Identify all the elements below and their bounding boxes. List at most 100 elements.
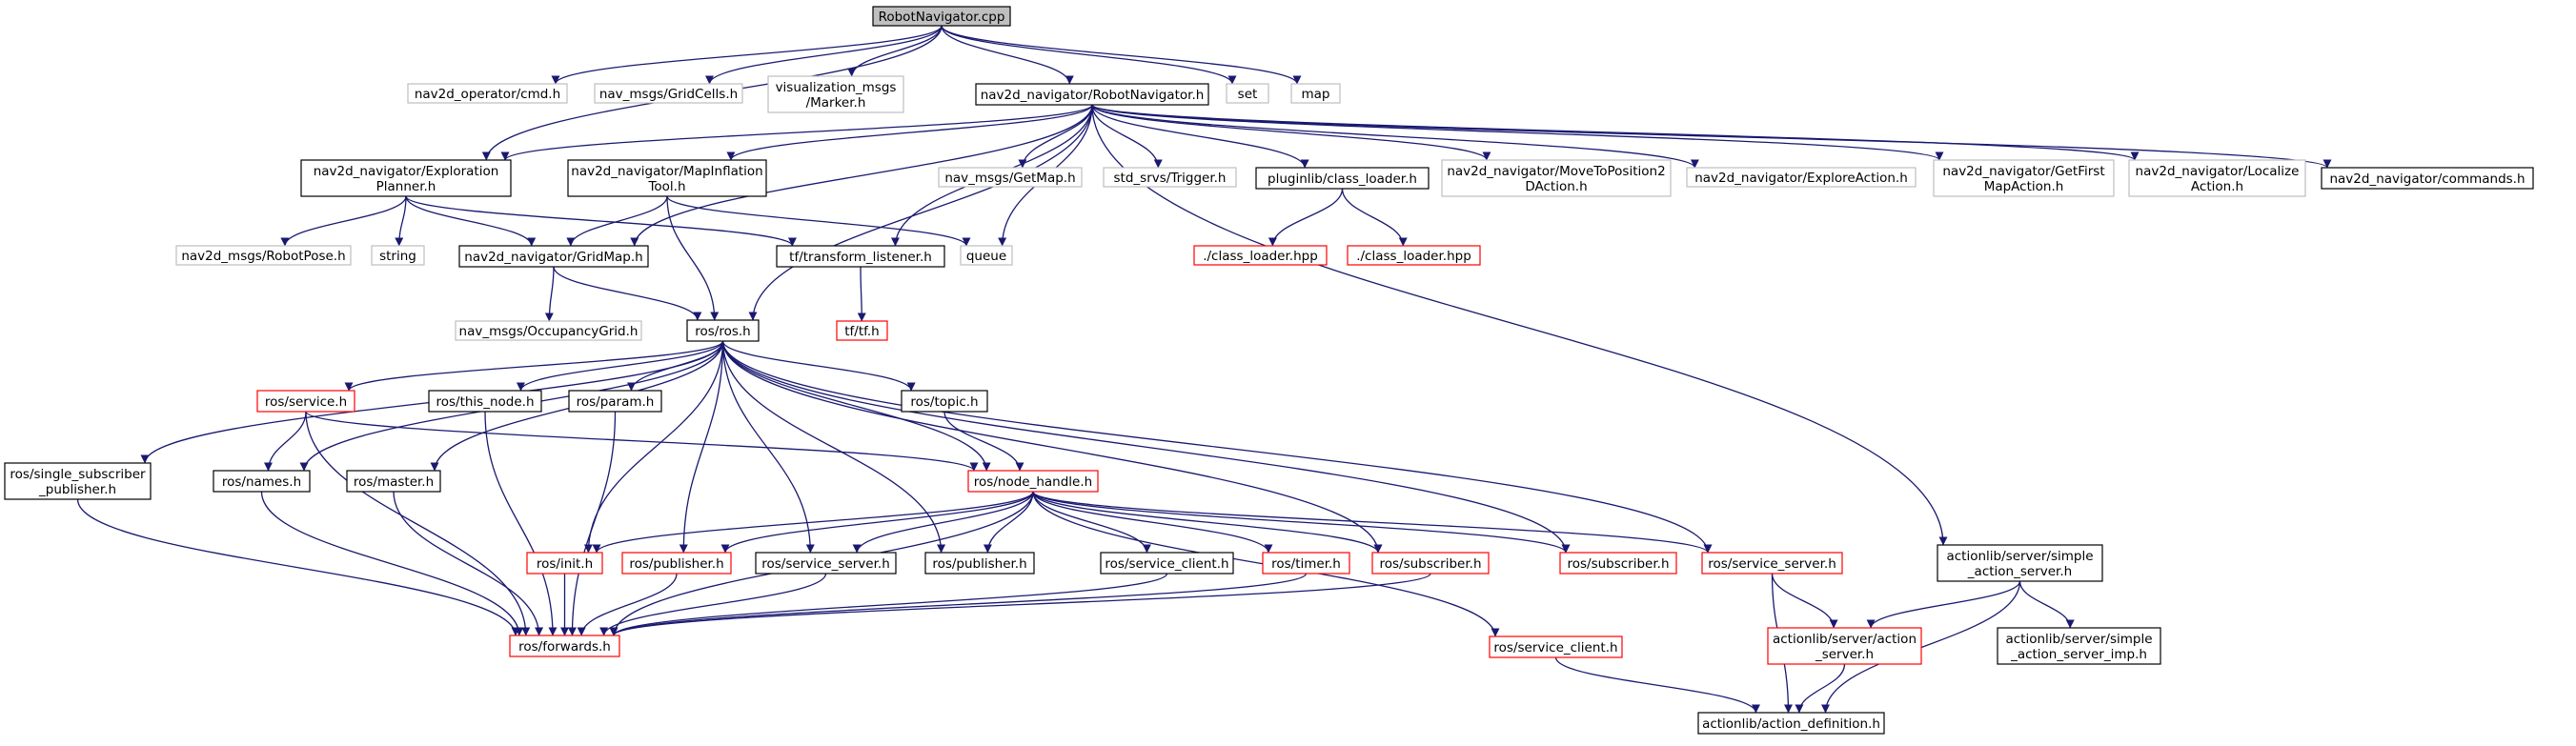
node-subscriber2[interactable]: ros/subscriber.h — [1559, 552, 1677, 575]
edge-tflistener-to-tf — [857, 266, 866, 322]
edge-param-to-forwards — [567, 411, 617, 636]
node-box — [1937, 544, 2103, 582]
node-forwards[interactable]: ros/forwards.h — [509, 635, 620, 657]
node-box — [567, 159, 767, 197]
edge-sas-to-sasimp — [2018, 580, 2075, 629]
edge-nodehandle-to-servclient_b — [1032, 491, 1151, 554]
node-marker[interactable]: visualization_msgs/Marker.h — [767, 75, 904, 113]
node-label: ros/init.h — [537, 556, 593, 572]
node-label: ros/service_server.h — [761, 556, 890, 572]
node-actiondef[interactable]: actionlib/action_definition.h — [1697, 712, 1885, 735]
node-label: ros/ros.h — [695, 324, 751, 339]
node-label: ros/single_subscriber — [10, 467, 146, 482]
node-servserver_r[interactable]: ros/service_server.h — [1701, 552, 1843, 575]
node-label: std_srvs/Trigger.h — [1114, 171, 1227, 186]
node-master[interactable]: ros/master.h — [346, 470, 441, 493]
node-set[interactable]: set — [1226, 83, 1269, 104]
node-label: tf/tf.h — [844, 324, 880, 339]
node-servserver_b[interactable]: ros/service_server.h — [755, 552, 897, 575]
node-label: ros/service.h — [265, 394, 347, 410]
node-classloader[interactable]: pluginlib/class_loader.h — [1255, 167, 1430, 190]
node-string[interactable]: string — [371, 245, 425, 266]
edge-nodehandle-to-publisher_r — [720, 491, 1034, 554]
edge-nodehandle-to-subscriber1 — [1032, 491, 1383, 554]
edge-robotnav_h-to-commands — [1091, 104, 2332, 169]
node-param[interactable]: ros/param.h — [568, 390, 662, 413]
node-box — [300, 159, 512, 197]
node-topic[interactable]: ros/topic.h — [901, 390, 988, 413]
node-publisher_r[interactable]: ros/publisher.h — [621, 552, 732, 575]
node-commands[interactable]: nav2d_navigator/commands.h — [2321, 167, 2534, 190]
node-robotnav_h[interactable]: nav2d_navigator/RobotNavigator.h — [975, 83, 1209, 106]
node-trigger[interactable]: std_srvs/Trigger.h — [1103, 167, 1237, 188]
node-init[interactable]: ros/init.h — [526, 552, 603, 575]
edge-ros-to-topic — [721, 340, 916, 392]
node-nodehandle[interactable]: ros/node_handle.h — [967, 470, 1099, 493]
edge-ros-to-servserver_b — [721, 340, 815, 554]
node-servclient_b[interactable]: ros/service_client.h — [1100, 552, 1234, 575]
edge-root-to-map — [941, 25, 1302, 85]
node-gridmap[interactable]: nav2d_navigator/GridMap.h — [458, 245, 649, 268]
node-exploreact[interactable]: nav2d_navigator/ExploreAction.h — [1686, 167, 1917, 188]
node-box — [924, 552, 1035, 575]
edge-robotnav_h-to-getfirst — [1091, 104, 1944, 161]
node-tf[interactable]: tf/tf.h — [836, 320, 888, 341]
node-ros[interactable]: ros/ros.h — [686, 319, 760, 342]
node-box — [1226, 83, 1269, 104]
node-thisnode[interactable]: ros/this_node.h — [428, 390, 542, 413]
edge-mapinfl-to-queue — [666, 195, 971, 247]
node-box — [2128, 159, 2306, 197]
edge-root-to-op_cmd — [551, 25, 943, 85]
node-tflistener[interactable]: tf/transform_listener.h — [776, 245, 945, 268]
node-timer[interactable]: ros/timer.h — [1262, 552, 1350, 575]
node-label: map — [1302, 87, 1330, 102]
edge-timer-to-forwards — [609, 573, 1308, 636]
node-label: actionlib/server/simple — [2005, 632, 2152, 647]
node-clhpp2[interactable]: ./class_loader.hpp — [1347, 245, 1481, 266]
node-op_cmd[interactable]: nav2d_operator/cmd.h — [407, 83, 568, 104]
node-box — [346, 470, 441, 493]
node-publisher_b[interactable]: ros/publisher.h — [924, 552, 1035, 575]
node-map[interactable]: map — [1290, 83, 1341, 104]
edge-gridmap-to-occgrid — [544, 266, 555, 322]
node-label: nav2d_navigator/GridMap.h — [464, 250, 642, 265]
node-subscriber1[interactable]: ros/subscriber.h — [1371, 552, 1490, 575]
edge-robotnav_h-to-classloader — [1091, 104, 1309, 169]
node-label: queue — [966, 249, 1006, 264]
edge-nodehandle-to-servserver_r — [1032, 491, 1713, 554]
edge-robotnav_h-to-ros — [748, 104, 1093, 321]
edge-service-to-forwards — [305, 411, 531, 636]
node-actserver[interactable]: actionlib/server/action_server.h — [1767, 627, 1922, 665]
node-servclient_r[interactable]: ros/service_client.h — [1489, 635, 1623, 658]
node-label: ros/subscriber.h — [1567, 556, 1669, 572]
edge-robotnav_h-to-mapinfl — [726, 104, 1093, 161]
node-gridcells[interactable]: nav_msgs/GridCells.h — [594, 83, 743, 104]
node-service[interactable]: ros/service.h — [256, 390, 355, 413]
node-label: nav2d_navigator/Localize — [2136, 164, 2300, 179]
node-queue[interactable]: queue — [960, 245, 1013, 266]
node-names[interactable]: ros/names.h — [213, 470, 311, 493]
edge-service-to-names — [263, 411, 307, 472]
node-label: nav2d_navigator/commands.h — [2329, 171, 2525, 187]
node-label: nav2d_navigator/MapInflation — [571, 164, 762, 179]
node-label: nav_msgs/OccupancyGrid.h — [459, 324, 639, 339]
node-getmap[interactable]: nav_msgs/GetMap.h — [938, 167, 1083, 188]
node-box — [960, 245, 1013, 266]
node-box — [455, 320, 642, 341]
node-clhpp1[interactable]: ./class_loader.hpp — [1193, 245, 1328, 266]
node-sasimp[interactable]: actionlib/server/simple_action_server_im… — [1997, 627, 2161, 665]
node-robotpose[interactable]: nav2d_msgs/RobotPose.h — [175, 245, 352, 266]
node-sas[interactable]: actionlib/server/simple_action_server.h — [1937, 544, 2103, 582]
node-occgrid[interactable]: nav_msgs/OccupancyGrid.h — [455, 320, 642, 341]
node-label: MapAction.h — [1984, 179, 2064, 194]
node-root[interactable]: RobotNavigator.cpp — [872, 6, 1011, 27]
edge-explplanner-to-tflistener — [405, 195, 797, 247]
node-box — [509, 635, 620, 657]
node-singlesub[interactable]: ros/single_subscriber_publisher.h — [4, 462, 152, 500]
